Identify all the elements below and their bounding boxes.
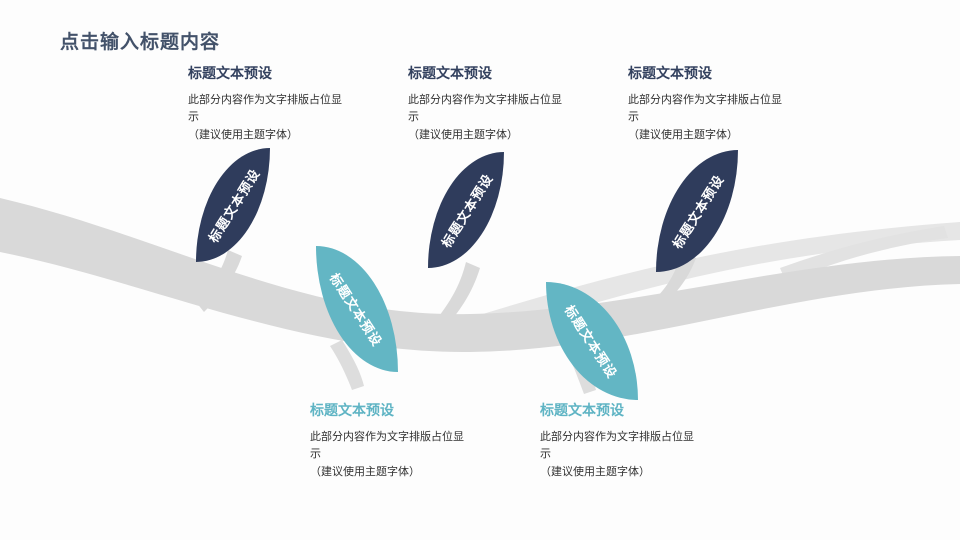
block-note: （建议使用主题字体） xyxy=(628,129,738,142)
block-body: 此部分内容作为文字排版占位显示 xyxy=(408,94,562,124)
bottom-text-block-2: 标题文本预设 此部分内容作为文字排版占位显示 （建议使用主题字体） xyxy=(540,400,712,481)
leaf-shape-5: 标题文本预设 xyxy=(546,282,638,400)
block-note: （建议使用主题字体） xyxy=(540,466,650,479)
top-text-block-1: 标题文本预设 此部分内容作为文字排版占位显示 （建议使用主题字体） xyxy=(188,63,360,144)
block-body: 此部分内容作为文字排版占位显示 xyxy=(310,431,464,461)
block-body: 此部分内容作为文字排版占位显示 xyxy=(188,94,342,124)
top-text-block-2: 标题文本预设 此部分内容作为文字排版占位显示 （建议使用主题字体） xyxy=(408,63,580,144)
leaf-shape-3: 标题文本预设 xyxy=(656,150,738,272)
block-body: 此部分内容作为文字排版占位显示 xyxy=(628,94,782,124)
block-heading: 标题文本预设 xyxy=(408,65,492,81)
page-title: 点击输入标题内容 xyxy=(60,32,221,53)
block-heading: 标题文本预设 xyxy=(188,65,272,81)
leaf-shape-1: 标题文本预设 xyxy=(196,148,270,262)
block-note: （建议使用主题字体） xyxy=(188,129,298,142)
leaf-shape-2: 标题文本预设 xyxy=(428,152,504,268)
block-body: 此部分内容作为文字排版占位显示 xyxy=(540,431,694,461)
block-note: （建议使用主题字体） xyxy=(310,466,420,479)
block-heading: 标题文本预设 xyxy=(310,402,394,418)
bottom-text-block-1: 标题文本预设 此部分内容作为文字排版占位显示 （建议使用主题字体） xyxy=(310,400,482,481)
leaf-shape-4: 标题文本预设 xyxy=(316,246,398,372)
top-text-block-3: 标题文本预设 此部分内容作为文字排版占位显示 （建议使用主题字体） xyxy=(628,63,800,144)
block-note: （建议使用主题字体） xyxy=(408,129,518,142)
block-heading: 标题文本预设 xyxy=(628,65,712,81)
block-heading: 标题文本预设 xyxy=(540,402,624,418)
